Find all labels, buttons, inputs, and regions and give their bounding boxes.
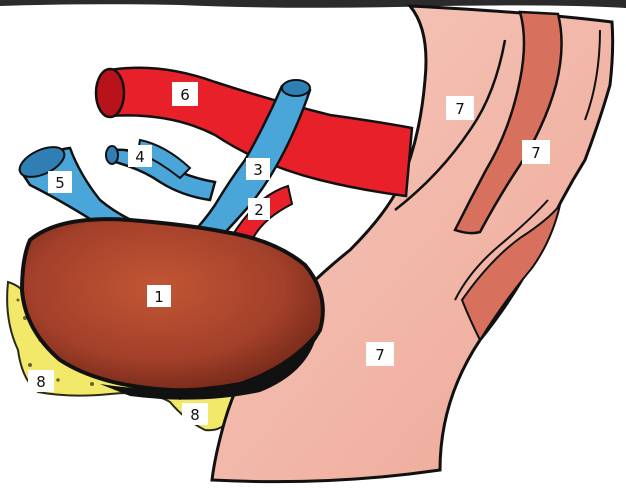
artery-end [96,69,124,117]
svg-text:4: 4 [135,148,145,166]
top-edge [0,0,626,8]
label-4: 4 [128,145,152,167]
label-7-right: 7 [522,140,550,164]
organ-body [22,219,323,390]
label-2: 2 [248,198,270,220]
svg-text:2: 2 [254,201,264,219]
svg-text:5: 5 [55,174,65,192]
svg-text:8: 8 [190,406,200,424]
label-1: 1 [147,285,171,307]
label-8-left: 8 [28,370,54,392]
label-8-bottom: 8 [182,403,208,425]
label-7-top: 7 [446,96,474,120]
svg-text:6: 6 [180,86,190,104]
svg-text:7: 7 [455,100,465,118]
svg-text:7: 7 [375,346,385,364]
svg-text:1: 1 [154,288,164,306]
label-3: 3 [246,158,270,180]
svg-text:3: 3 [253,161,263,179]
svg-text:8: 8 [36,373,46,391]
vein-top-end [282,80,310,96]
label-6: 6 [172,82,198,106]
label-7-bottom: 7 [366,342,394,366]
label-5: 5 [48,171,72,193]
svg-text:7: 7 [531,144,541,162]
vein-branch-4-end [106,146,118,164]
